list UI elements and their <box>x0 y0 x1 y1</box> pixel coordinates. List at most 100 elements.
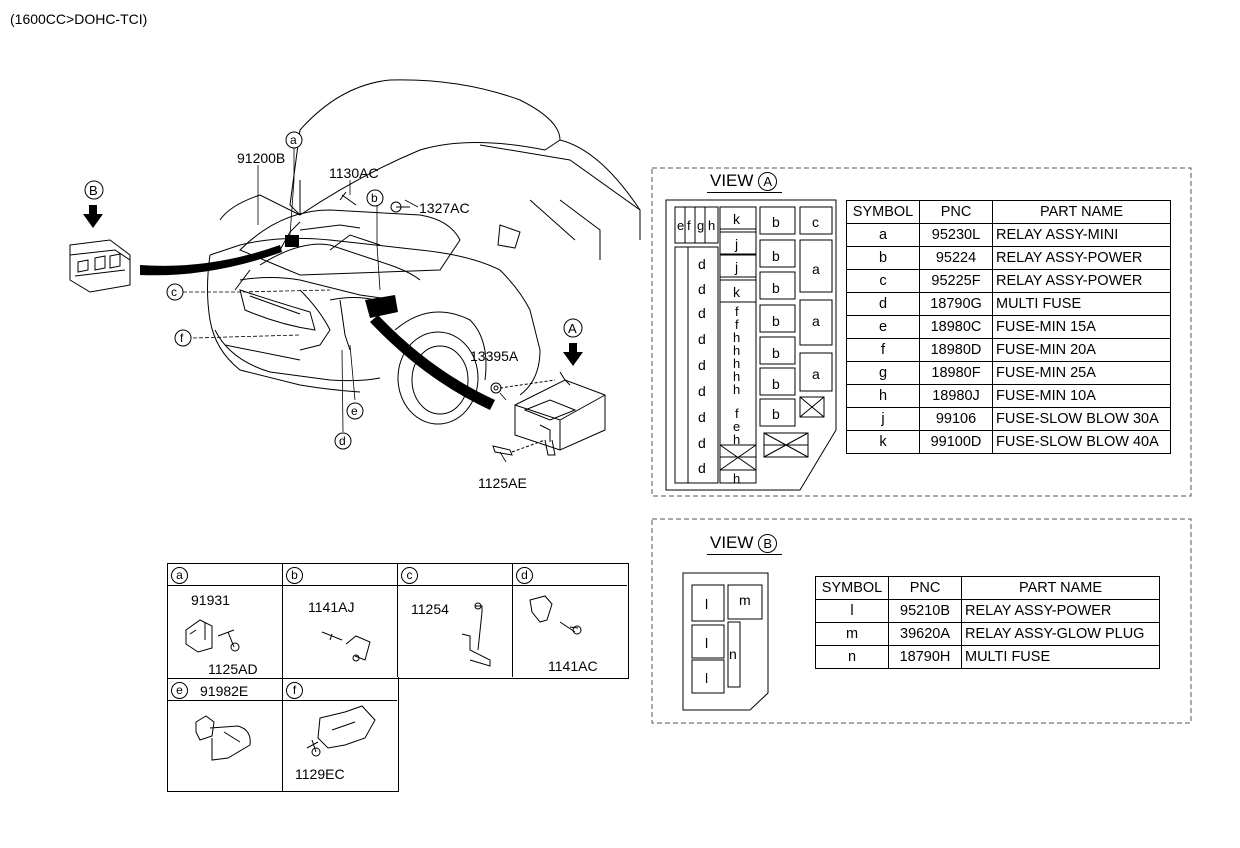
fuse-slot-d: d <box>698 305 706 321</box>
detail-c-label: c <box>401 567 418 584</box>
cell-symbol: b <box>846 246 920 270</box>
view-b-title: VIEW B <box>710 534 778 553</box>
detail-e-part: 91982E <box>200 683 249 699</box>
cell-symbol: g <box>846 361 920 385</box>
detail-b-label: b <box>286 567 303 584</box>
cell-part-name: FUSE-MIN 15A <box>992 315 1171 339</box>
fuse-slot-d: d <box>698 331 706 347</box>
view-a-circle: A <box>758 172 778 191</box>
view-a-title-underline <box>707 192 782 193</box>
fuse-slot: h <box>733 369 741 384</box>
fuse-slot-d: d <box>698 460 706 476</box>
cell-pnc: 95230L <box>919 223 993 247</box>
cell-part-name: RELAY ASSY-POWER <box>992 269 1171 293</box>
relay-slot-l: l <box>705 596 709 612</box>
callout-f: f <box>180 331 184 345</box>
cell-pnc: 99100D <box>919 430 993 454</box>
detail-a-part: 91931 <box>191 592 230 608</box>
detail-b-part: 1141AJ <box>308 599 355 615</box>
detail-a-label: a <box>171 567 188 584</box>
fuse-slot-d: d <box>698 409 706 425</box>
relay-slot-m: m <box>739 592 751 608</box>
fuse-slot: h <box>733 382 741 397</box>
relay-slot-a: a <box>812 261 820 277</box>
fuse-slot-d: d <box>698 281 706 297</box>
detail-d-label: d <box>516 567 533 584</box>
relay-slot-l: l <box>705 670 709 686</box>
cell-symbol: k <box>846 430 920 454</box>
relay-slot-a: a <box>812 313 820 329</box>
relay-slot-b: b <box>772 214 780 230</box>
cell-pnc: 39620A <box>888 622 962 646</box>
view-b-marker: B <box>89 183 98 198</box>
relay-slot-b: b <box>772 280 780 296</box>
cell-symbol: h <box>846 384 920 408</box>
fuse-slot: g <box>697 218 705 233</box>
col-part-name: PART NAME <box>992 200 1171 224</box>
relay-slot-a: a <box>812 366 820 382</box>
col-part-name: PART NAME <box>961 576 1160 600</box>
detail-grid-divider <box>512 563 513 677</box>
cell-part-name: RELAY ASSY-POWER <box>961 599 1160 623</box>
cell-part-name: MULTI FUSE <box>992 292 1171 316</box>
cell-symbol: l <box>815 599 889 623</box>
fuse-slot: h <box>733 356 741 371</box>
relay-slot-b: b <box>772 406 780 422</box>
detail-grid-bottom-row <box>167 677 399 792</box>
relay-slot-l: l <box>705 635 709 651</box>
cell-symbol: d <box>846 292 920 316</box>
fuse-slot: f <box>735 406 739 421</box>
col-symbol: SYMBOL <box>815 576 889 600</box>
cell-pnc: 95225F <box>919 269 993 293</box>
cell-pnc: 18790G <box>919 292 993 316</box>
detail-f-part: 1129EC <box>295 766 345 782</box>
relay-slot-b: b <box>772 248 780 264</box>
fuse-slot-k: k <box>733 211 740 227</box>
fuse-slot: h <box>733 343 741 358</box>
engine-spec-label: (1600CC>DOHC-TCI) <box>10 11 148 27</box>
callout-a: a <box>290 133 297 147</box>
col-pnc: PNC <box>919 200 993 224</box>
callout-91200b: 91200B <box>237 150 286 166</box>
fuse-slot-d: d <box>698 383 706 399</box>
callout-1327ac: 1327AC <box>419 200 470 216</box>
fuse-slot: e <box>677 218 685 233</box>
col-pnc: PNC <box>888 576 962 600</box>
detail-e-label: e <box>171 682 188 699</box>
fuse-slot: f <box>735 304 739 319</box>
fuse-slot-j: j <box>735 236 739 252</box>
table-header-row: SYMBOL PNC PART NAME <box>846 200 1171 224</box>
cell-part-name: FUSE-SLOW BLOW 30A <box>992 407 1171 431</box>
relay-slot-c: c <box>812 214 819 230</box>
cell-part-name: FUSE-SLOW BLOW 40A <box>992 430 1171 454</box>
cell-pnc: 18790H <box>888 645 962 669</box>
fuse-slot: h <box>708 218 716 233</box>
callout-d: d <box>339 434 346 448</box>
fuse-slot: h <box>733 432 741 447</box>
cell-symbol: j <box>846 407 920 431</box>
callout-1125ae: 1125AE <box>478 475 527 491</box>
detail-f-label: f <box>286 682 303 699</box>
fuse-slot-d: d <box>698 357 706 373</box>
cell-pnc: 18980J <box>919 384 993 408</box>
detail-d-part: 1141AC <box>548 658 598 674</box>
cell-pnc: 18980D <box>919 338 993 362</box>
cell-pnc: 99106 <box>919 407 993 431</box>
detail-grid-divider <box>282 563 283 677</box>
cell-part-name: FUSE-MIN 25A <box>992 361 1171 385</box>
fuse-slot: h <box>733 330 741 345</box>
cell-symbol: a <box>846 223 920 247</box>
callout-e: e <box>351 404 358 418</box>
detail-a-part: 1125AD <box>208 661 258 677</box>
fuse-slot-k: k <box>733 284 740 300</box>
view-b-circle: B <box>758 534 778 553</box>
table-header-row: SYMBOL PNC PART NAME <box>815 576 1160 600</box>
